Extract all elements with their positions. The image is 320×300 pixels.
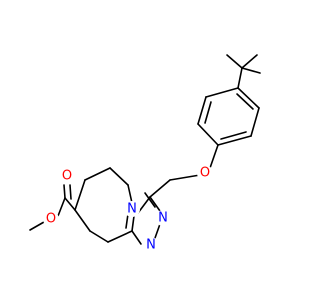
carbonyl-oxygen-atom: O xyxy=(59,168,75,184)
double-bond-line xyxy=(125,213,129,229)
bond-line xyxy=(127,184,133,204)
atom-label: N xyxy=(158,211,168,226)
bond-line xyxy=(63,184,66,199)
bond-line xyxy=(29,221,45,231)
bond-line xyxy=(131,215,135,232)
bond-line xyxy=(89,230,109,243)
bond-line xyxy=(57,197,66,217)
bond-line xyxy=(205,87,239,98)
bond-line xyxy=(217,135,252,146)
bridgehead-nitrogen-atom: N xyxy=(124,201,140,217)
bond-line xyxy=(237,67,243,89)
double-bond-line xyxy=(69,184,72,200)
bond-line xyxy=(197,96,207,125)
tert-butyl-group xyxy=(226,54,261,89)
bond-line xyxy=(64,197,76,211)
bond-line xyxy=(74,179,86,211)
bond-line xyxy=(226,54,243,69)
bond-line xyxy=(250,107,260,137)
atom-label: O xyxy=(62,169,72,184)
bond-line xyxy=(109,167,129,186)
bond-line xyxy=(84,167,111,181)
triazole-nitrogen-atom: N xyxy=(143,237,159,253)
bond-line xyxy=(131,230,142,245)
double-bond-line xyxy=(204,101,212,124)
ether-oxygen-atom: O xyxy=(197,165,213,181)
structure-canvas: O O O N N N xyxy=(29,54,261,253)
double-bond-line xyxy=(236,93,254,110)
bond-line xyxy=(74,209,91,232)
atom-label: O xyxy=(200,166,210,181)
ether-linkage xyxy=(149,144,219,198)
bond-line xyxy=(169,174,201,181)
atom-label: N xyxy=(146,238,156,253)
bond-line xyxy=(154,223,161,239)
benzene-ring xyxy=(197,87,260,146)
bond-line xyxy=(241,54,258,69)
bond-line xyxy=(241,67,261,74)
ester-oxygen-atom: O xyxy=(43,211,59,227)
triazole-ring xyxy=(125,192,161,245)
bond-line xyxy=(137,196,151,214)
triazole-nitrogen-atom: N xyxy=(155,210,171,226)
bond-line xyxy=(149,196,161,212)
molecule-structure: O O O N N N xyxy=(29,54,261,253)
atom-labels: O O O N N N xyxy=(43,165,213,253)
atom-label: O xyxy=(46,212,56,227)
methyl-ester-group xyxy=(29,184,76,231)
bond-line xyxy=(237,87,260,109)
bond-line xyxy=(107,230,133,243)
bond-line xyxy=(149,179,171,198)
bond-line xyxy=(209,144,219,169)
bond-line xyxy=(197,123,219,146)
azepane-ring xyxy=(74,167,133,243)
double-bond-line xyxy=(144,192,156,208)
atom-label: N xyxy=(127,202,137,217)
double-bond-line xyxy=(220,131,247,140)
